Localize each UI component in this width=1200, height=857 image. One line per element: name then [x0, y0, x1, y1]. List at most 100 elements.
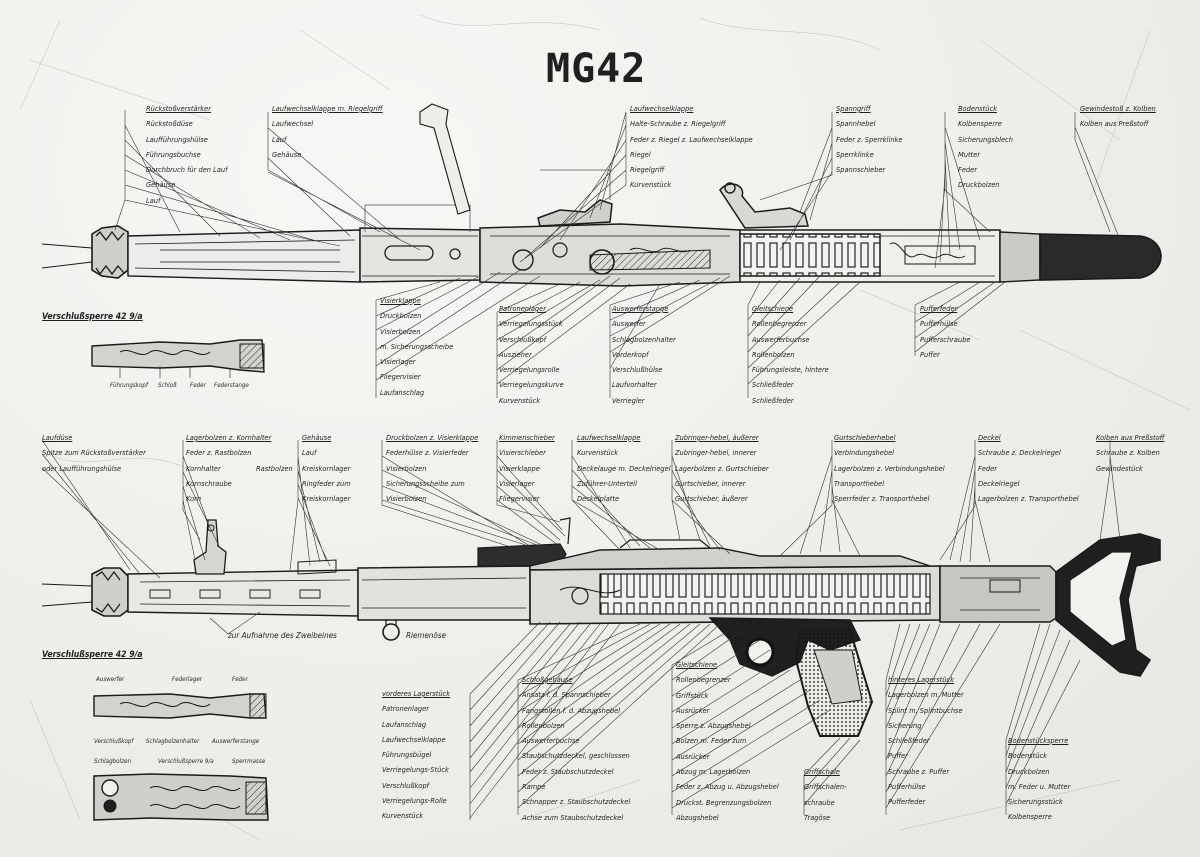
- label: Federstange: [214, 382, 249, 389]
- diagram-title: MG42: [546, 46, 647, 92]
- label: Sperrklinke: [836, 149, 874, 159]
- label: Laufdüse: [42, 433, 73, 442]
- label: Abzugshebel: [676, 812, 719, 822]
- top-labels-latch: Laufwechselklappe Halte-Schraube z. Rieg…: [630, 101, 753, 193]
- label: Pufferfeder: [888, 797, 926, 807]
- label: Schlagbolzenhalter: [146, 738, 200, 745]
- label: Führungsbuchse: [146, 149, 201, 159]
- top-labels-ejector: Auswerferstange Auswerfer Schlagbolzenha…: [612, 301, 676, 408]
- top-labels-stock: Gewindestoß z. Kolben Kolben aus Preßsto…: [1080, 101, 1156, 132]
- bolt-lock-caption-bottom: Verschlußsperre 42 9/a: [42, 650, 143, 660]
- label: Verschlußsperre 9/a: [158, 758, 214, 765]
- label: Griffschale: [804, 767, 840, 776]
- top-leader-lines: [114, 110, 1121, 398]
- label: Lauf: [272, 134, 287, 144]
- label: Verschlußhülse: [612, 365, 663, 375]
- label: Lauf: [146, 195, 161, 205]
- label: Sperrfeder z. Transporthebel: [834, 494, 930, 504]
- label: Lagerbolzen z. Kornhalter: [186, 433, 272, 442]
- label: Rollenbolzen: [752, 349, 795, 359]
- label: Auswerfer: [96, 676, 125, 683]
- label: Kurvenstück: [630, 180, 672, 190]
- bottom-labels-cover-latch: Deckel Schraube z. Deckelriegel Feder De…: [978, 430, 1079, 506]
- label: Kolben aus Preßstoff: [1096, 433, 1165, 442]
- label: zur Aufnahme des Zweibeines: [228, 631, 337, 640]
- label: Führungsleiste, hintere: [752, 365, 829, 375]
- label: Deckel: [978, 433, 1001, 442]
- label: Kurvenstück: [577, 448, 619, 458]
- bottom-labels-bolt: vorderes Lagerstück Patronenlager Laufan…: [382, 686, 450, 824]
- top-gun-drawing: [41, 103, 1162, 287]
- label: Zubringer-hebel, äußerer: [675, 433, 759, 442]
- label: Auswerferstange: [212, 738, 260, 745]
- label: Rückstoßverstärker: [146, 104, 211, 113]
- label: Schließfeder: [752, 380, 794, 390]
- label: Schraube z. Puffer: [888, 766, 950, 776]
- label: Abzug m. Lagerbolzen: [676, 767, 751, 777]
- label: Feder: [978, 463, 997, 473]
- label: Laufwechselklappe: [382, 734, 446, 744]
- label: Schloßgehäuse: [522, 675, 573, 684]
- label: Kimmenschieber: [499, 433, 555, 442]
- label: Sicherungsstück: [1008, 797, 1063, 807]
- label: Spanngriff: [836, 104, 871, 113]
- label: Verriegler: [612, 395, 645, 405]
- label: Transporthebel: [834, 478, 885, 488]
- label: Federlager: [172, 676, 203, 683]
- label: Laufvorhalter: [612, 380, 657, 390]
- label: Ausrücker: [676, 751, 710, 761]
- label: Visierklappe: [380, 296, 421, 305]
- label: Deckelplatte: [577, 494, 620, 504]
- label: Kornhalter: [186, 463, 221, 473]
- label: Riegel: [630, 149, 651, 159]
- label: Kurvenstück: [382, 811, 424, 821]
- label: Sperrmasse: [232, 758, 266, 765]
- label: Rollenbolzen: [522, 720, 565, 730]
- label: oder Laufführungshülse: [42, 463, 122, 473]
- label: Visierbolzen: [386, 494, 427, 504]
- label: Spannschieber: [836, 165, 886, 175]
- top-labels-muzzle: Rückstoßverstärker Rückstoßdüse Laufführ…: [146, 101, 227, 208]
- label: Visierlager: [380, 357, 416, 367]
- top-labels-end-cap: Bodenstück Kolbensperre Sicherungsblech …: [958, 101, 1013, 193]
- bottom-leader-lines: [41, 439, 1121, 820]
- label: Gehäuse: [302, 433, 332, 442]
- label: Kornschraube: [186, 478, 232, 488]
- label: Sicherungsblech: [958, 134, 1013, 144]
- bottom-labels-stock: Kolben aus Preßstoff Schraube z. Kolben …: [1096, 430, 1164, 476]
- label: Feder z. Riegel z. Laufwechselklappe: [630, 134, 753, 144]
- label: Pufferschraube: [920, 334, 971, 344]
- label: Laufführungshülse: [146, 134, 208, 144]
- label: Gewindestück: [1096, 463, 1143, 473]
- label: Führungsbügel: [382, 750, 432, 760]
- top-labels-chamber: Patronenlager Verriegelungsstück Verschl…: [499, 301, 564, 408]
- label: Spannhebel: [836, 119, 876, 129]
- label: Ringfeder zum: [302, 478, 351, 488]
- label: Kreiskornlager: [302, 494, 351, 504]
- label: Schraube z. Kolben: [1096, 448, 1160, 458]
- label: Gurtschieberhebel: [834, 433, 896, 442]
- label: Korn: [186, 494, 202, 504]
- bottom-labels-cover: Laufwechselklappe Kurvenstück Deckelauge…: [577, 430, 671, 506]
- label: Verriegelungskurve: [499, 380, 564, 390]
- bottom-labels-belt-feed: Gurtschieberhebel Verbindungshebel Lager…: [834, 430, 945, 506]
- label: Pufferhülse: [888, 782, 926, 792]
- bottom-labels-feed-lever: Zubringer-hebel, äußerer Zubringer-hebel…: [675, 430, 769, 506]
- label: Schloß: [158, 382, 177, 389]
- label: Kurvenstück: [499, 395, 541, 405]
- label: Ansatz f. d. Spannschieber: [522, 690, 611, 700]
- label: Zubringer-hebel, innerer: [675, 448, 757, 458]
- bolt-top-drawing: [91, 339, 265, 378]
- label: Lagerbolzen z. Transporthebel: [978, 494, 1079, 504]
- label: schraube: [804, 797, 835, 807]
- label: Sperre z. Abzugshebel: [676, 721, 751, 731]
- label: m. Feder u. Mutter: [1008, 781, 1071, 791]
- label: Zuführer-Unterteil: [577, 478, 637, 488]
- label: Fliegervisier: [499, 494, 540, 504]
- label: Visierschieber: [499, 448, 546, 458]
- label: Deckelauge m. Deckelriegel: [577, 463, 671, 473]
- label: Lauf: [302, 448, 317, 458]
- label: Druckbolzen: [380, 311, 422, 321]
- label: Visierlager: [499, 478, 535, 488]
